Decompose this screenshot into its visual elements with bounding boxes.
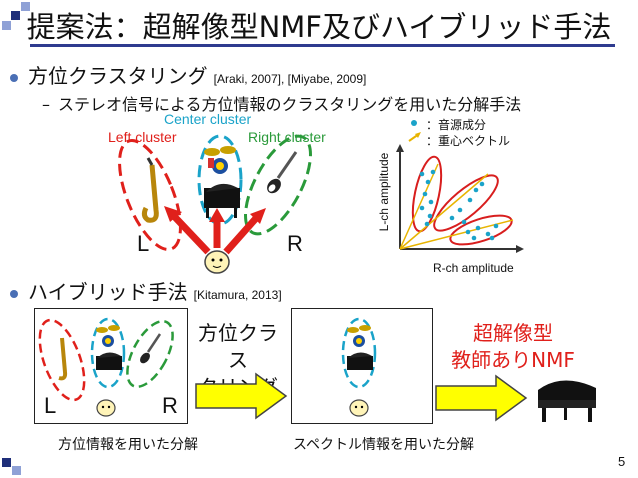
corner-square xyxy=(2,21,11,30)
piano-icon xyxy=(347,352,373,370)
left-cluster-ellipse xyxy=(118,139,182,251)
corner-square xyxy=(12,466,21,475)
corner-square xyxy=(21,2,30,11)
bullet-dot xyxy=(10,73,18,82)
sub-bullet-1: –ステレオ信号による方位情報のクラスタリングを用いた分解手法 xyxy=(42,91,521,115)
step2-line1: 超解像型 xyxy=(473,321,553,345)
direction-arrows xyxy=(164,206,266,255)
bullet-dot xyxy=(10,289,18,298)
slide-title: 提案法：超解像型NMF及びハイブリッド手法 xyxy=(26,10,612,44)
piano-icon xyxy=(204,183,240,218)
guitar-icon xyxy=(267,151,298,194)
step2-label: 超解像型 教師ありNMF xyxy=(438,320,588,374)
bullet-1: 方位クラスタリング [Araki, 2007], [Miyabe, 2009] xyxy=(10,60,366,89)
caption-direction-decomposition: 方位情報を用いた分解 xyxy=(58,437,198,453)
page-number: 5 xyxy=(618,454,626,469)
grand-piano-icon xyxy=(538,380,596,422)
left-channel-label: L xyxy=(137,231,150,256)
step2-arrow xyxy=(435,374,528,422)
y-axis-label: L-ch amplitude xyxy=(377,152,391,232)
direction-clustering-diagram xyxy=(118,134,312,274)
drum-kit-icon xyxy=(347,325,371,347)
center-extracted-box xyxy=(291,308,433,424)
guitar-icon xyxy=(140,333,162,364)
input-mixture-box xyxy=(34,308,188,424)
center-cluster-ellipse xyxy=(197,134,243,226)
title-underline xyxy=(30,44,615,47)
step2-line2: 教師ありNMF xyxy=(451,348,575,372)
flow-right-channel-label: R xyxy=(162,393,178,418)
saxophone-icon xyxy=(141,157,159,223)
listener-face-icon xyxy=(349,399,369,417)
step1-arrow xyxy=(195,372,288,420)
flow-left-channel-label: L xyxy=(44,393,57,418)
legend-centroid-label: ：重心ベクトル xyxy=(426,134,511,148)
cluster-ellipses xyxy=(411,155,513,246)
legend-source-label: ：音源成分 xyxy=(426,118,487,132)
right-cluster-label: Right cluster xyxy=(248,129,326,145)
listener-face-icon xyxy=(96,399,116,417)
drum-kit-icon xyxy=(204,146,236,174)
caption-spectral-decomposition: スペクトル情報を用いた分解 xyxy=(293,437,475,453)
bullet-1-citation: [Araki, 2007], [Miyabe, 2009] xyxy=(213,72,367,86)
corner-square xyxy=(11,11,20,20)
piano-icon xyxy=(96,352,122,370)
sub-bullet-1-text: ステレオ信号による方位情報のクラスタリングを用いた分解手法 xyxy=(58,95,522,114)
bullet-2: ハイブリッド手法 [Kitamura, 2013] xyxy=(10,276,282,305)
right-cluster-ellipse xyxy=(244,134,312,236)
center-cluster-label: Center cluster xyxy=(164,111,252,127)
bullet-2-label: ハイブリッド手法 xyxy=(28,280,188,304)
bullet-1-label: 方位クラスタリング xyxy=(28,64,208,88)
input-mixture-illustration xyxy=(38,317,174,417)
drum-kit-icon xyxy=(96,325,120,347)
sub-dash: – xyxy=(42,95,50,114)
corner-square xyxy=(2,458,11,467)
left-cluster-label: Left cluster xyxy=(108,129,177,145)
saxophone-icon xyxy=(58,337,68,381)
bullet-2-citation: [Kitamura, 2013] xyxy=(193,288,282,302)
center-extracted-illustration xyxy=(341,317,377,417)
amplitude-scatter xyxy=(396,120,524,253)
step1-line1: 方位クラス xyxy=(198,321,278,372)
x-axis-label: R-ch amplitude xyxy=(433,261,514,275)
right-channel-label: R xyxy=(287,231,303,256)
listener-face-icon xyxy=(204,250,230,274)
source-component-points xyxy=(419,169,499,241)
legend-point-marker xyxy=(411,120,417,126)
